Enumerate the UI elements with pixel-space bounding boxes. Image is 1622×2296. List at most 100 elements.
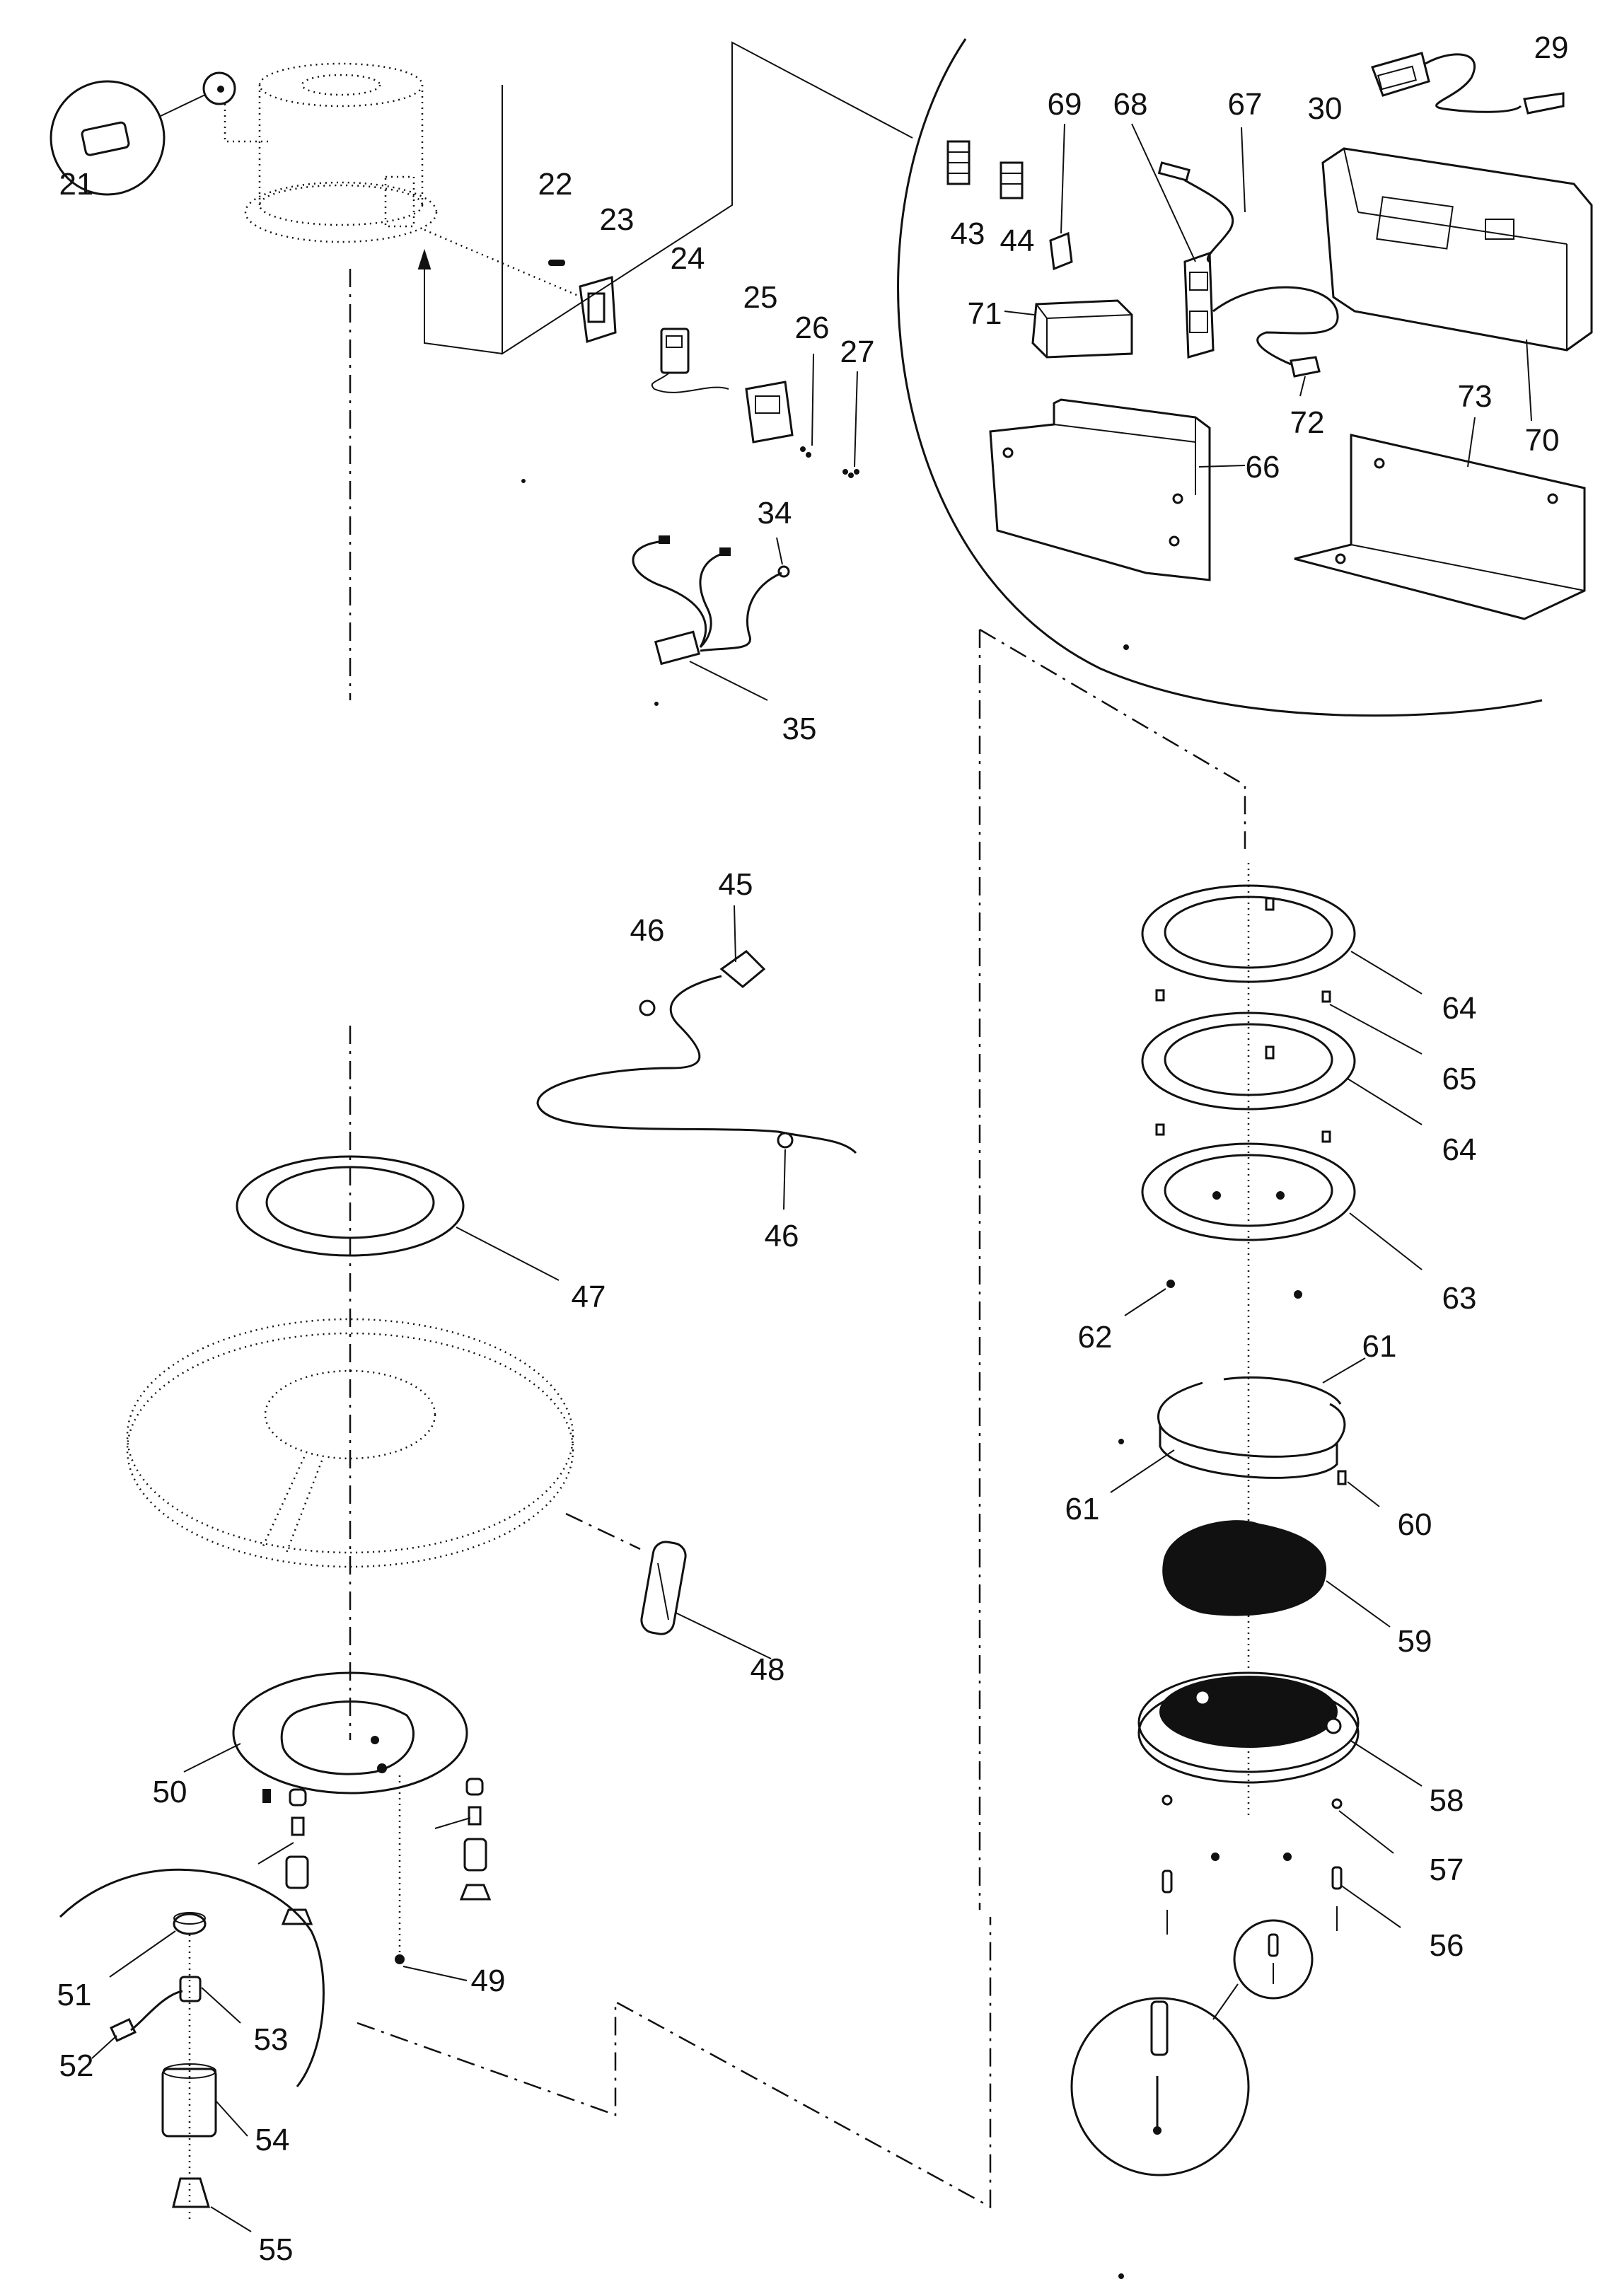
- leader-59: [1326, 1580, 1391, 1628]
- baffle-to-48-path: [565, 1512, 641, 1550]
- part-label-67: 67: [1228, 87, 1263, 122]
- part-label-22: 22: [538, 167, 573, 202]
- part-label-44: 44: [1000, 224, 1035, 258]
- part-label-54: 54: [255, 2123, 290, 2157]
- part-21-clip-detail: [50, 71, 269, 196]
- leader-50: [183, 1743, 241, 1773]
- stray-mark-2: [1123, 644, 1129, 650]
- part-label-21: 21: [59, 167, 94, 202]
- part-23-bracket: [424, 228, 617, 343]
- leader-53: [201, 1987, 241, 2024]
- part-34-35-wire-harness: [632, 535, 790, 666]
- leader-47: [456, 1227, 560, 1281]
- leader-65: [1329, 1004, 1423, 1055]
- part-70-enclosure: [1321, 147, 1593, 352]
- part-label-60: 60: [1398, 1507, 1432, 1542]
- part-label-24: 24: [671, 241, 705, 276]
- part-46-grommet-lower: [777, 1132, 794, 1149]
- part-label-46-lower: 46: [765, 1219, 799, 1253]
- leader-54: [215, 2100, 248, 2137]
- leader-52: [91, 2035, 117, 2059]
- part-62-screw-right: [1294, 1290, 1302, 1299]
- part-label-34: 34: [758, 496, 792, 530]
- part-63-ring-plate: [1141, 1142, 1356, 1241]
- stray-mark-4: [1118, 1439, 1124, 1444]
- part-72-plug: [1290, 356, 1321, 378]
- part-44-terminal-block: [1000, 161, 1024, 199]
- part-label-50: 50: [153, 1775, 187, 1809]
- leader-27: [854, 371, 858, 468]
- part-46-grommet-upper: [639, 999, 656, 1016]
- stray-mark-1: [521, 479, 526, 483]
- part-label-62: 62: [1078, 1320, 1113, 1355]
- ceiling-baffle: [126, 1318, 574, 1568]
- leader-26: [811, 353, 814, 446]
- part-label-47: 47: [572, 1280, 606, 1314]
- part-64-gasket-lower: [1141, 1011, 1356, 1111]
- part-label-49: 49: [471, 1964, 506, 1998]
- leader-48: [675, 1612, 772, 1659]
- part-43-terminal-block: [946, 140, 971, 185]
- lower-assembly-path: [357, 1917, 992, 2209]
- leader-69: [1060, 123, 1065, 234]
- part-label-55: 55: [259, 2232, 294, 2267]
- lower-detail-arc: [59, 1868, 325, 2087]
- part-58-grille-housing: [1137, 1671, 1360, 1784]
- part-50-mount-ring: [232, 1671, 468, 1795]
- part-label-43: 43: [951, 216, 985, 251]
- part-label-64-lower: 64: [1442, 1132, 1477, 1167]
- leader-64-upper: [1350, 951, 1423, 995]
- part-60-clip: [1337, 1470, 1347, 1485]
- part-47-trim-ring: [236, 1155, 465, 1257]
- leader-61-lower: [1110, 1449, 1175, 1493]
- leader-58: [1349, 1739, 1423, 1787]
- part-57-post-left: [1162, 1795, 1173, 1806]
- leader-34: [776, 537, 783, 565]
- part-62-screw-left: [1166, 1280, 1175, 1288]
- part-30-connector: [1371, 52, 1522, 113]
- leader-61-upper: [1322, 1357, 1366, 1384]
- part-label-35: 35: [782, 712, 817, 746]
- part-57-post-mid-left: [1211, 1853, 1220, 1861]
- leader-49: [402, 1966, 468, 1981]
- part-label-23: 23: [600, 202, 635, 237]
- can-housing: [244, 62, 438, 243]
- part-64-gasket-upper: [1141, 884, 1356, 983]
- leader-68: [1131, 123, 1196, 262]
- part-label-61-lower: 61: [1065, 1492, 1100, 1526]
- part-55-foot: [172, 2177, 211, 2208]
- part-26-screws: [800, 446, 811, 458]
- part-label-26: 26: [795, 311, 830, 345]
- leader-60: [1347, 1481, 1380, 1507]
- part-61-split-band: [1157, 1376, 1346, 1479]
- leader-45: [734, 905, 736, 963]
- leader-66: [1198, 465, 1246, 468]
- part-label-73: 73: [1458, 379, 1493, 414]
- leader-51: [109, 1930, 176, 1978]
- part-66-control-box: [989, 398, 1211, 581]
- leader-63: [1349, 1212, 1423, 1270]
- leader-35: [689, 661, 768, 701]
- part-label-69: 69: [1048, 87, 1082, 122]
- part-67-cable: [1157, 161, 1339, 366]
- part-label-57: 57: [1430, 1853, 1464, 1887]
- leader-55: [210, 2206, 252, 2232]
- part-label-65: 65: [1442, 1062, 1477, 1096]
- leader-67: [1241, 127, 1246, 213]
- part-label-45: 45: [719, 867, 753, 902]
- part-65-spacer-right: [1321, 990, 1331, 1003]
- part-label-63: 63: [1442, 1281, 1477, 1316]
- part-label-71: 71: [968, 296, 1002, 331]
- pin-detail-small: [1233, 1919, 1314, 2000]
- part-label-53: 53: [254, 2022, 289, 2057]
- part-label-72: 72: [1290, 405, 1325, 440]
- leader-70: [1526, 339, 1532, 422]
- part-label-30: 30: [1308, 91, 1343, 126]
- part-label-25: 25: [743, 280, 778, 315]
- leader-72: [1299, 376, 1306, 397]
- part-22-screw: [548, 260, 565, 266]
- part-label-27: 27: [840, 335, 875, 369]
- part-label-64-upper: 64: [1442, 991, 1477, 1026]
- part-29-plug: [1523, 92, 1565, 115]
